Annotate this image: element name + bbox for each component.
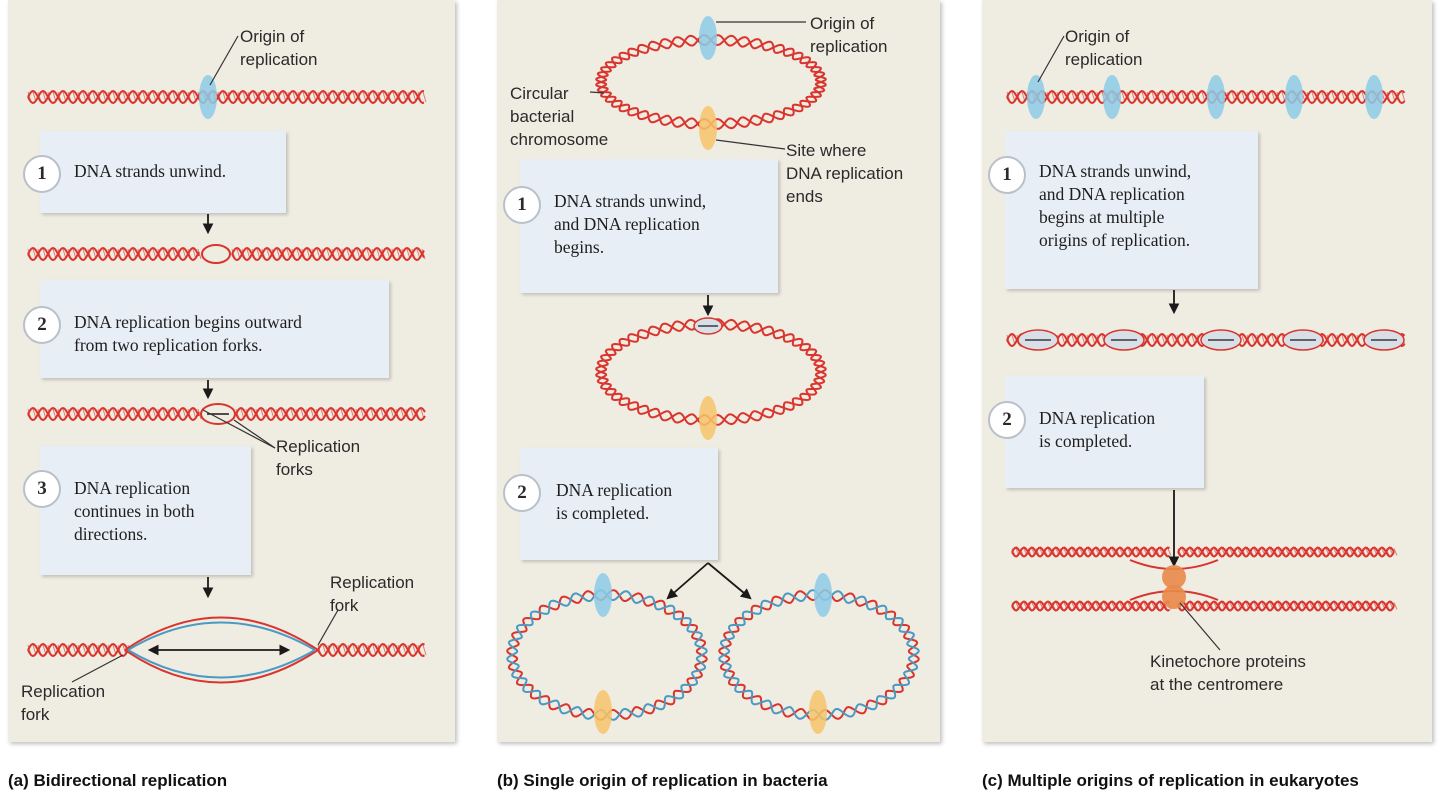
step-number: 1 [988, 156, 1026, 194]
step-text: DNA replication is completed. [1039, 408, 1156, 451]
split-arrow-left [666, 562, 709, 600]
origin-marker-left [594, 573, 612, 617]
dna-helix-a3-left [27, 642, 132, 658]
end-site-label-b: Site where DNA replication ends [786, 141, 904, 206]
panel-bacteria [497, 0, 940, 742]
caption-b: (b) Single origin of replication in bact… [497, 771, 828, 790]
circular-chromosome-b0 [595, 34, 827, 130]
dna-helix-a1-left [27, 246, 202, 262]
step-box-c2: 2 DNA replication is completed. [988, 376, 1204, 488]
end-leader-b [715, 139, 786, 150]
fork-right-label-a: Replication fork [330, 573, 415, 615]
chromatid-upper-left [1011, 546, 1172, 558]
fork-right-leader [317, 609, 339, 646]
split-arrow-right [707, 562, 752, 600]
step-number: 1 [503, 186, 541, 224]
dna-helix-a0 [27, 89, 427, 105]
step-number: 2 [503, 474, 541, 512]
step-box-a2: 2 DNA replication begins outward from tw… [23, 280, 389, 378]
replication-bubble-a2 [200, 403, 236, 425]
chromatid-upper-right [1177, 546, 1398, 558]
origin-marker-c2 [1207, 75, 1225, 119]
origin-marker-c1 [1103, 75, 1121, 119]
daughter-chromosome-left [506, 589, 708, 721]
step-number: 3 [23, 470, 61, 508]
step-text: DNA replication continues in both direct… [74, 478, 195, 544]
kinetochore-upper [1162, 565, 1186, 589]
step-box-b1: 1 DNA strands unwind, and DNA replicatio… [503, 159, 778, 293]
dna-helix-a2-right [235, 406, 426, 422]
dna-helix-a3-right [317, 642, 427, 658]
kinetochore-label-c: Kinetochore proteins at the centromere [1150, 652, 1306, 694]
end-marker-b [699, 106, 717, 150]
step-box-a1: 1 DNA strands unwind. [23, 131, 286, 213]
step-number: 1 [23, 155, 61, 193]
fork-left-label-a: Replication fork [21, 682, 106, 724]
origin-marker-right [814, 573, 832, 617]
end-marker-left [594, 690, 612, 734]
chromatid-lower-right [1177, 600, 1398, 612]
step-text: DNA replication is completed. [556, 480, 673, 523]
caption-a: (a) Bidirectional replication [8, 771, 228, 790]
dna-helix-a2-left [27, 406, 202, 422]
origin-leader-a [209, 35, 239, 86]
unwound-bubble-a1 [201, 244, 231, 264]
fork-left-leader [71, 654, 124, 683]
panel-eukaryotes [982, 0, 1432, 742]
origin-marker-b [699, 16, 717, 60]
origin-leader-c [1037, 35, 1065, 83]
step-box-c1: 1 DNA strands unwind, and DNA replicatio… [988, 131, 1258, 289]
step-box-a3: 3 DNA replication continues in both dire… [23, 446, 251, 575]
step-number: 2 [988, 401, 1026, 439]
dna-helix-c0 [1006, 89, 1406, 105]
end-marker-right [809, 690, 827, 734]
step-text: DNA strands unwind, and DNA replication … [1039, 161, 1192, 250]
step-box-b2: 2 DNA replication is completed. [503, 448, 718, 560]
chromosome-label-b: Circular bacterial chromosome [510, 84, 609, 149]
daughter-chromosome-right [718, 589, 920, 721]
step-number: 2 [23, 306, 61, 344]
end-marker-b1 [699, 396, 717, 440]
dna-helix-a1-right [231, 246, 426, 262]
step-text: DNA strands unwind. [74, 161, 227, 181]
new-strand-bottom [127, 649, 316, 679]
forks-leader-a [233, 419, 276, 449]
origin-marker-c0 [1027, 75, 1045, 119]
origin-marker-c3 [1285, 75, 1303, 119]
kinetochore-leader [1179, 602, 1221, 651]
origin-marker-c4 [1365, 75, 1383, 119]
chromosome-leader-b [589, 91, 605, 94]
caption-c: (c) Multiple origins of replication in e… [982, 771, 1359, 790]
origin-marker-a [199, 75, 217, 119]
parent-strand-top [124, 616, 319, 651]
circular-chromosome-b1 [595, 318, 827, 426]
forks-label-a: Replication forks [276, 437, 361, 479]
step-text: DNA replication begins outward from two … [74, 312, 302, 355]
origin-label-c: Origin of replication [1065, 27, 1143, 69]
step-text: DNA strands unwind, and DNA replication … [554, 191, 707, 257]
parent-strand-bottom [124, 649, 319, 684]
origin-label-b: Origin of replication [810, 14, 888, 56]
chromatid-lower-left [1011, 600, 1172, 612]
origin-label-a: Origin of replication [240, 27, 318, 69]
new-strand-top [127, 621, 316, 651]
forks-leader-a2 [202, 409, 276, 449]
